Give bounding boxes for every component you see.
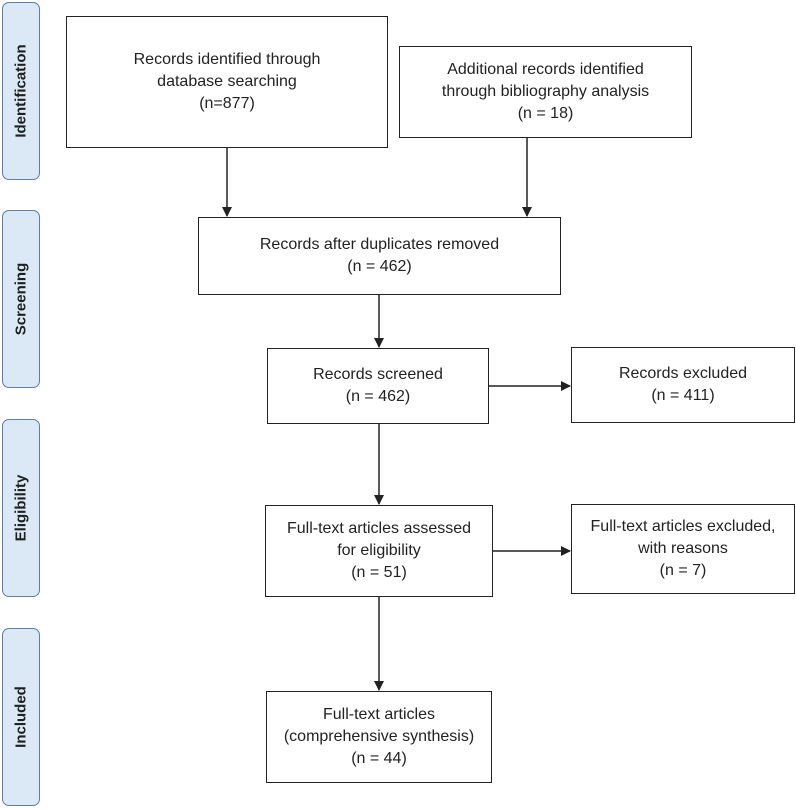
duplicates-removed-box: Records after duplicates removed (n = 46… xyxy=(198,217,561,295)
database-search-text: Records identified through database sear… xyxy=(133,51,321,112)
fulltext-assessed-box: Full-text articles assessed for eligibil… xyxy=(265,505,493,597)
records-excluded-box: Records excluded (n = 411) xyxy=(571,347,795,423)
stage-eligibility: Eligibility xyxy=(2,419,40,597)
duplicates-removed-text: Records after duplicates removed (n = 46… xyxy=(259,236,500,275)
records-excluded-text: Records excluded (n = 411) xyxy=(618,365,748,404)
records-screened-text: Records screened (n = 462) xyxy=(313,366,443,405)
included-text: Full-text articles (comprehensive synthe… xyxy=(283,706,475,767)
database-search-box: Records identified through database sear… xyxy=(66,16,388,148)
fulltext-excluded-box: Full-text articles excluded, with reason… xyxy=(571,504,795,594)
stage-included-label: Included xyxy=(12,686,30,748)
fulltext-assessed-text: Full-text articles assessed for eligibil… xyxy=(286,520,472,581)
stage-screening: Screening xyxy=(2,210,40,388)
records-screened-box: Records screened (n = 462) xyxy=(267,348,489,424)
stage-screening-label: Screening xyxy=(12,262,30,336)
fulltext-excluded-text: Full-text articles excluded, with reason… xyxy=(590,518,776,579)
bibliography-text: Additional records identified through bi… xyxy=(441,61,650,122)
bibliography-box: Additional records identified through bi… xyxy=(399,46,692,138)
stage-identification-label: Identification xyxy=(12,44,30,138)
included-box: Full-text articles (comprehensive synthe… xyxy=(266,691,492,783)
stage-eligibility-label: Eligibility xyxy=(12,474,30,542)
stage-included: Included xyxy=(2,628,40,806)
stage-identification: Identification xyxy=(2,2,40,180)
